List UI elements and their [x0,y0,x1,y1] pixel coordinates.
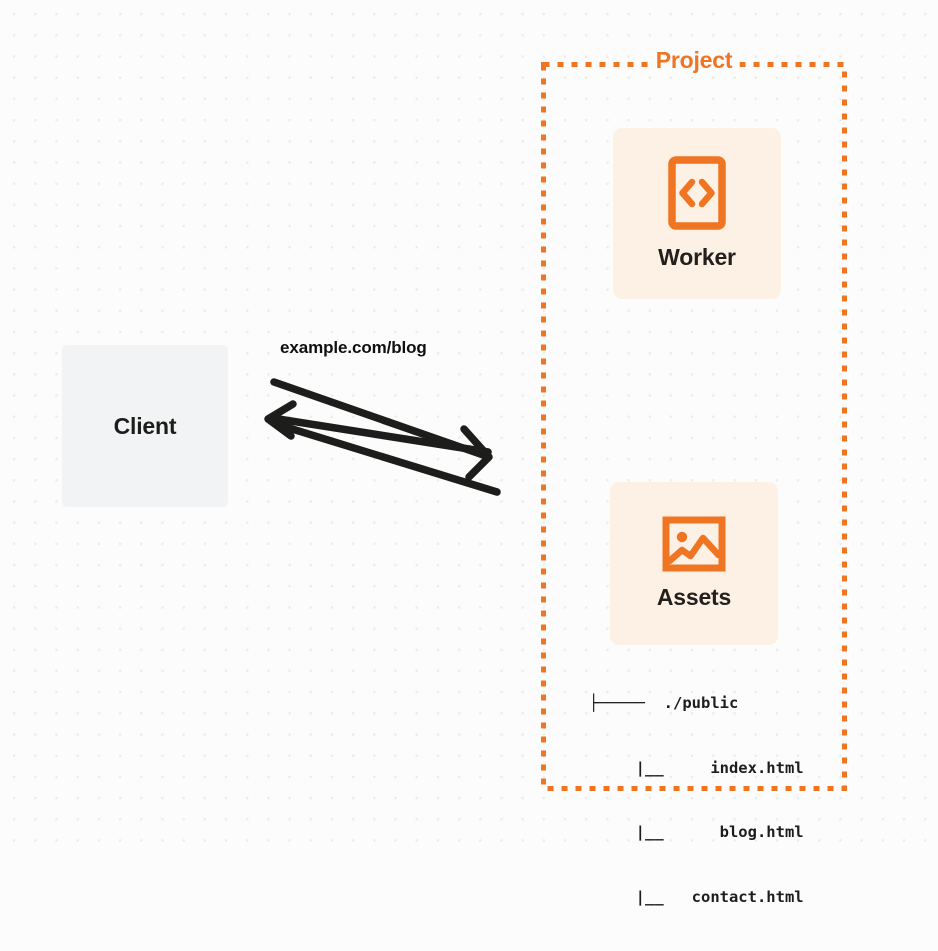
assets-file-tree: ├───── ./public |__ index.html |__ blog.… [589,650,804,951]
service-card-worker[interactable]: Worker [613,128,781,299]
request-arrow [270,378,493,481]
service-name-worker: Worker [658,244,736,270]
service-name-assets: Assets [656,584,732,610]
project-dashed-border [541,62,847,791]
client-node[interactable]: Client [62,345,228,507]
client-node-label: Client [113,412,177,439]
project-title: Project [648,47,740,74]
connection-label: example.com/blog [280,338,427,357]
file-tree-line-contact: |__ contact.html [589,887,804,906]
code-brackets-icon [668,156,726,230]
service-card-assets[interactable]: Assets [610,482,778,645]
response-arrow [264,400,492,456]
diagram-canvas: Client example.com/blog Project [0,0,938,906]
request-arrow-tail [272,420,501,496]
image-picture-icon [662,516,726,572]
file-tree-line-root: ├───── ./public [589,694,739,712]
file-tree-line-index: |__ index.html [589,758,804,777]
project-group: Project Worker Assets ├───── ./public |_… [541,47,847,906]
file-tree-line-blog: |__ blog.html [589,823,804,841]
